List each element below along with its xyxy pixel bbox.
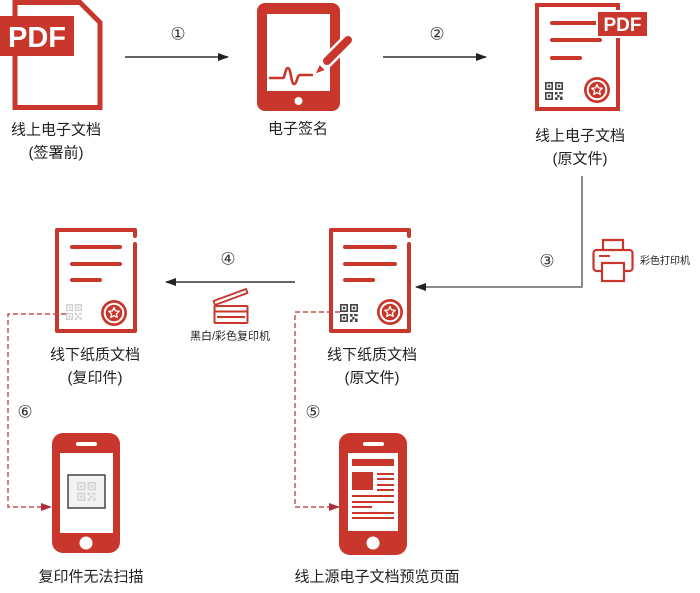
node-paper-original-title: 线下纸质文档 xyxy=(326,346,418,364)
node-online-unsigned-title: 线上电子文档 xyxy=(10,121,102,139)
dashed-arrow-step-6 xyxy=(7,313,66,511)
pdf-tag xyxy=(596,10,649,38)
phone-speaker xyxy=(76,442,97,446)
node-online-original-subtitle: (原文件) xyxy=(552,150,608,168)
step-number-5: ⑤ xyxy=(305,402,321,423)
paper-document-copy-icon xyxy=(55,228,137,333)
node-online-preview-title: 线上源电子文档预览页面 xyxy=(294,568,460,586)
node-paper-copy-subtitle: (复印件) xyxy=(67,369,123,387)
pdf-tag xyxy=(0,16,74,56)
signed-pdf-document-icon: PDF xyxy=(535,3,649,111)
color-printer-label: 彩色打印机 xyxy=(640,256,690,267)
paper-document-icon xyxy=(329,228,411,333)
pdf-tag-label: PDF xyxy=(8,22,66,54)
node-copy-scan-fail-title: 复印件无法扫描 xyxy=(38,568,144,586)
scan-frame xyxy=(67,474,106,509)
pdf-tag-label: PDF xyxy=(604,15,642,36)
arrow-step-3 xyxy=(415,176,583,291)
phone-home-button xyxy=(366,536,380,550)
tablet-signature-icon xyxy=(257,3,355,111)
copier-icon xyxy=(212,288,249,324)
signature-stroke xyxy=(268,66,314,86)
step-number-6: ⑥ xyxy=(17,402,33,423)
copier-label: 黑白/彩色复印机 xyxy=(189,330,271,343)
node-online-unsigned-subtitle: (签署前) xyxy=(28,144,84,162)
phone-qr-scan-icon xyxy=(52,433,120,553)
phone-home-button xyxy=(79,536,93,550)
node-paper-original-subtitle: (原文件) xyxy=(344,369,400,387)
step-number-1: ① xyxy=(170,24,186,45)
printer-icon xyxy=(592,238,634,283)
node-online-original-title: 线上电子文档 xyxy=(534,127,626,145)
step-number-4: ④ xyxy=(220,249,236,270)
node-e-signature-title: 电子签名 xyxy=(267,120,329,138)
seal-stamp-icon xyxy=(584,77,610,103)
step-number-3: ③ xyxy=(539,251,555,272)
phone-document-preview-icon xyxy=(339,433,407,555)
seal-stamp-icon xyxy=(101,300,127,326)
phone-speaker xyxy=(363,442,384,446)
seal-stamp-icon xyxy=(377,299,403,325)
pdf-file-icon: PDF xyxy=(0,0,103,110)
pen-icon xyxy=(313,33,355,76)
step-number-2: ② xyxy=(429,24,445,45)
document-preview-content xyxy=(352,459,394,519)
node-paper-copy-title: 线下纸质文档 xyxy=(49,346,141,364)
